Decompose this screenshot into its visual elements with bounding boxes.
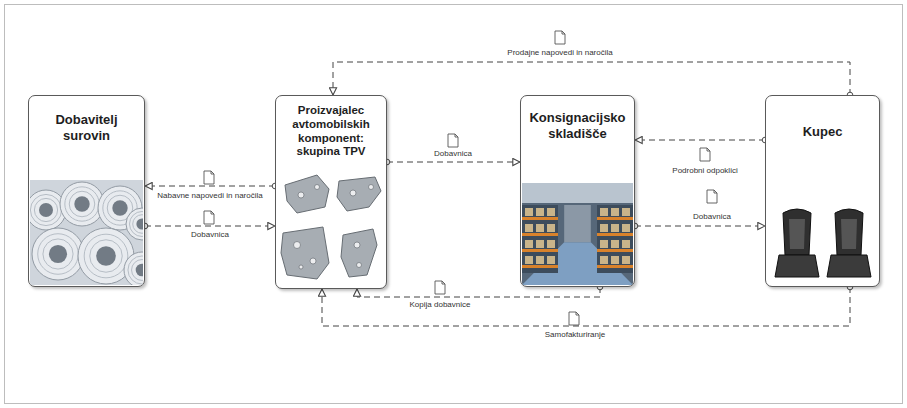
connector-label: Kopija dobavnice xyxy=(408,300,473,310)
title-holder: Proizvajalec avtomobilskih komponent: sk… xyxy=(276,96,386,159)
metal-part xyxy=(341,229,377,277)
box-title: Kupec xyxy=(766,124,879,140)
actor-box: Dobavitelj surovin xyxy=(28,95,145,287)
connector-label: Dobavnica xyxy=(432,149,474,159)
document-icon xyxy=(448,134,458,147)
dashed-connector xyxy=(145,186,275,187)
document-icons xyxy=(204,31,717,325)
connector-label: Prodajne napovedi in naročila xyxy=(505,48,614,58)
dashed-connector xyxy=(322,287,850,326)
box-title: Proizvajalec avtomobilskih komponent: sk… xyxy=(276,104,386,159)
dashed-connector xyxy=(635,140,765,141)
actor-box: Proizvajalec avtomobilskih komponent: sk… xyxy=(275,95,387,289)
title-holder: Konsignacijsko skladišče xyxy=(521,96,634,141)
box-title: Dobavitelj surovin xyxy=(29,112,144,143)
aluminium-coil xyxy=(124,252,143,285)
box-illustration xyxy=(30,180,143,285)
connector-label: Nabavne napovedi in naročila xyxy=(155,191,264,201)
box-illustration xyxy=(522,183,633,285)
connector-label: Samofakturiranje xyxy=(543,330,607,340)
document-icon xyxy=(569,312,579,325)
connector-label: Podrobni odpoklici xyxy=(670,166,739,176)
title-holder: Dobavitelj surovin xyxy=(29,96,144,143)
aluminium-coil xyxy=(126,208,143,240)
back-wall xyxy=(564,205,591,242)
actor-box: Konsignacijsko skladišče xyxy=(520,95,635,287)
dashed-connector xyxy=(357,287,600,297)
dashed-connector xyxy=(387,162,520,163)
document-icon xyxy=(555,31,565,44)
box-title: Konsignacijsko skladišče xyxy=(521,110,634,141)
dashed-connector xyxy=(635,226,765,227)
document-icon xyxy=(435,281,445,294)
dashed-connector xyxy=(333,62,850,95)
document-icon xyxy=(204,211,214,224)
ceiling xyxy=(522,183,633,203)
document-icon xyxy=(700,148,710,161)
document-icon xyxy=(204,171,214,184)
car-seat xyxy=(827,209,871,277)
document-icon xyxy=(707,190,717,203)
storage-rack xyxy=(597,205,633,273)
connector-label: Dobavnica xyxy=(691,212,733,222)
aluminium-coil xyxy=(32,228,84,280)
backdrop xyxy=(522,183,633,285)
dashed-connector xyxy=(145,226,275,227)
metal-part xyxy=(281,227,329,279)
box-illustration xyxy=(277,167,385,287)
connector-label: Dobavnica xyxy=(189,230,231,240)
metal-part xyxy=(285,175,329,213)
storage-rack xyxy=(522,205,558,273)
box-illustration xyxy=(767,203,878,285)
outer-frame xyxy=(5,5,903,404)
actor-box: Kupec xyxy=(765,95,880,287)
aluminium-coil xyxy=(60,182,104,226)
car-seat xyxy=(775,209,819,277)
title-holder: Kupec xyxy=(766,96,879,140)
metal-part xyxy=(337,177,381,211)
